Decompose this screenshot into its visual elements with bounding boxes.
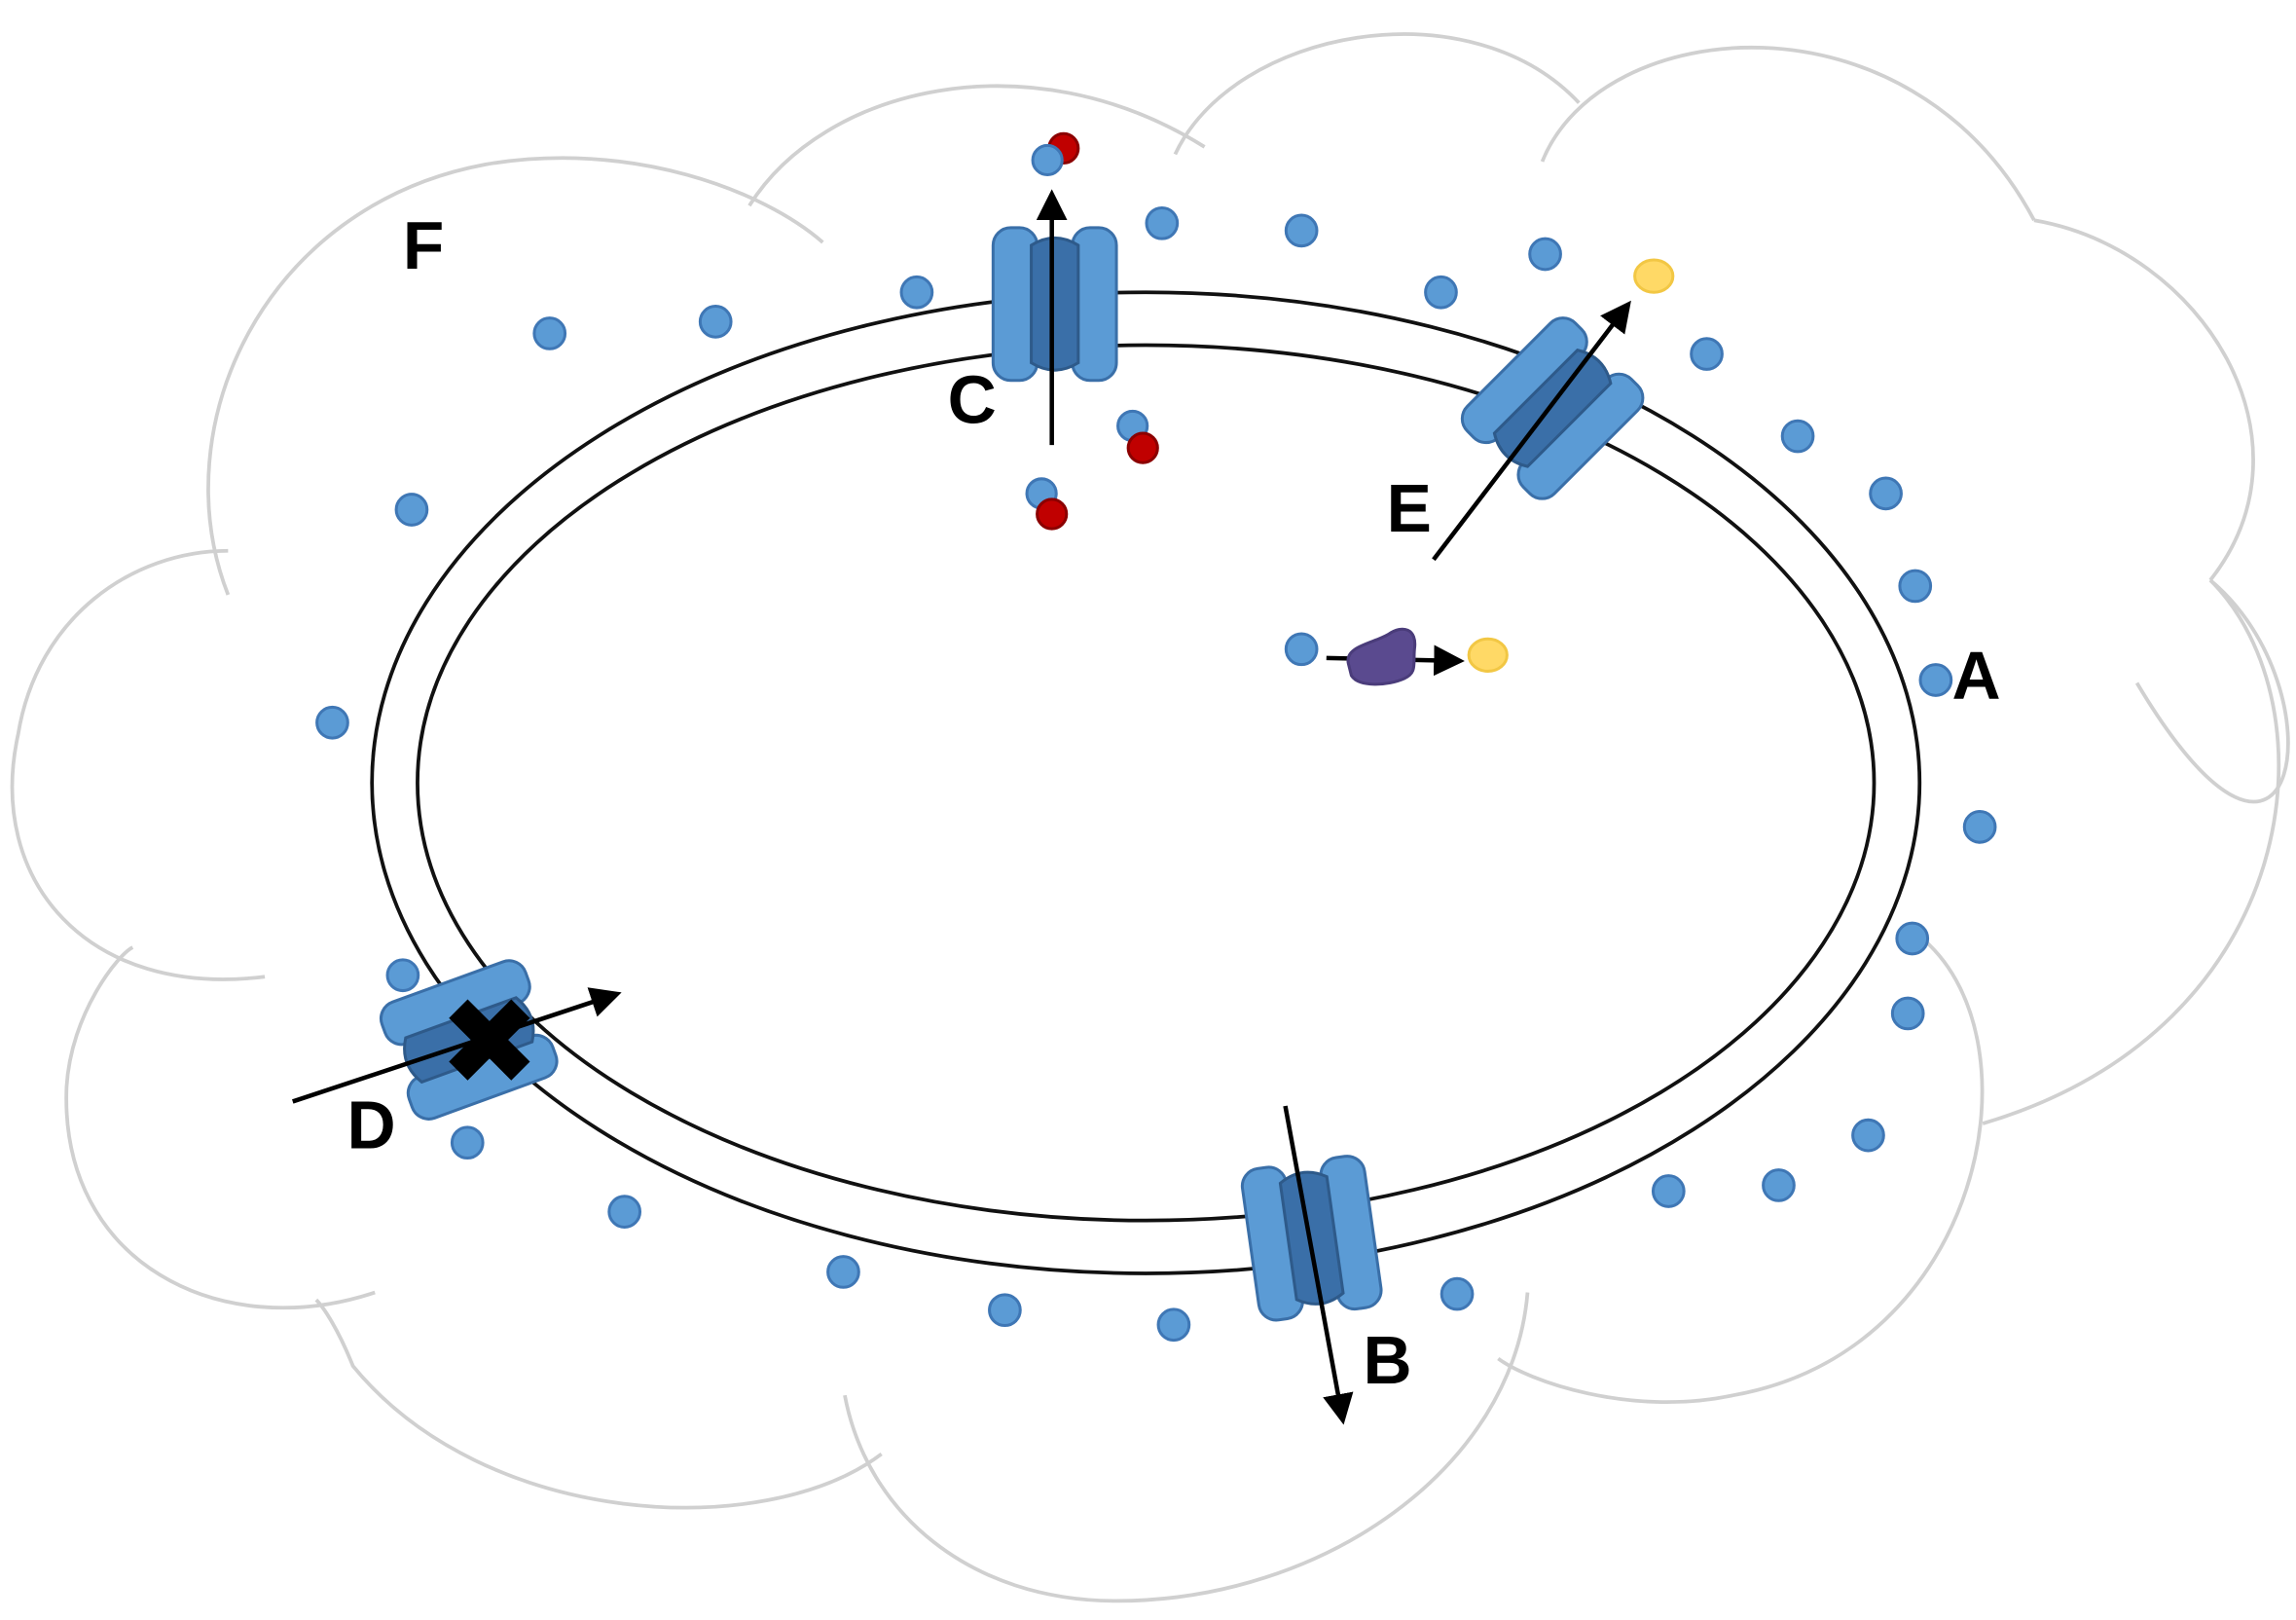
label-c: C xyxy=(948,361,997,437)
solute-particle-blue xyxy=(1898,569,1933,604)
solute-particle-blue xyxy=(1145,205,1180,240)
arrow-b-outward xyxy=(1283,1105,1354,1425)
solute-particle-blue xyxy=(315,705,349,740)
solute-particle-blue xyxy=(1156,1307,1191,1343)
transport-arrows xyxy=(292,189,1631,1425)
enzyme-shape xyxy=(1346,627,1417,686)
label-e: E xyxy=(1387,470,1432,546)
channel-c xyxy=(991,226,1118,383)
solute-particle-blue xyxy=(1284,213,1319,248)
solute-particle-blue xyxy=(1918,663,1953,697)
blocked-x-icon xyxy=(449,999,530,1081)
solute-particle-blue xyxy=(385,958,420,993)
solute-particle-blue xyxy=(1895,921,1930,956)
extracellular-cloud xyxy=(10,32,2290,1603)
product-particle-yellow xyxy=(1633,258,1675,294)
paired-particle xyxy=(1116,409,1159,464)
solute-particles xyxy=(315,205,1997,1343)
solute-particle-blue xyxy=(1690,337,1724,371)
paired-particle xyxy=(1025,477,1069,531)
solute-particle-blue xyxy=(1869,476,1903,511)
solute-particle-blue xyxy=(698,305,733,339)
solute-particle-blue xyxy=(1762,1168,1796,1202)
solute-particle-blue xyxy=(1528,237,1562,272)
solute-particle-blue xyxy=(450,1125,485,1160)
solute-particle-blue xyxy=(1424,275,1458,310)
solute-particle-blue xyxy=(532,316,567,350)
solute-particle-blue xyxy=(826,1255,860,1289)
label-a: A xyxy=(1951,638,2000,714)
solute-particle-blue xyxy=(988,1293,1022,1328)
solute-particle-blue xyxy=(1284,632,1319,667)
label-d: D xyxy=(347,1087,396,1163)
solute-particle-blue xyxy=(1651,1174,1686,1208)
solute-particle-blue xyxy=(1440,1276,1475,1311)
label-f: F xyxy=(403,207,444,283)
solute-particle-blue xyxy=(607,1195,642,1229)
paired-particle xyxy=(1031,131,1080,177)
solute-particle-blue xyxy=(1780,419,1815,454)
solute-particle-blue xyxy=(899,275,934,310)
solute-particle-blue xyxy=(1851,1118,1885,1153)
solute-particle-blue xyxy=(1890,996,1925,1031)
arrow-e-outward xyxy=(1432,300,1631,562)
cell-membrane xyxy=(370,290,1922,1275)
solute-particle-blue xyxy=(1962,810,1997,844)
product-particle-yellow xyxy=(1467,637,1509,673)
label-b: B xyxy=(1364,1322,1412,1398)
arrow-d-inward xyxy=(292,987,622,1104)
solute-particle-blue xyxy=(394,493,429,527)
